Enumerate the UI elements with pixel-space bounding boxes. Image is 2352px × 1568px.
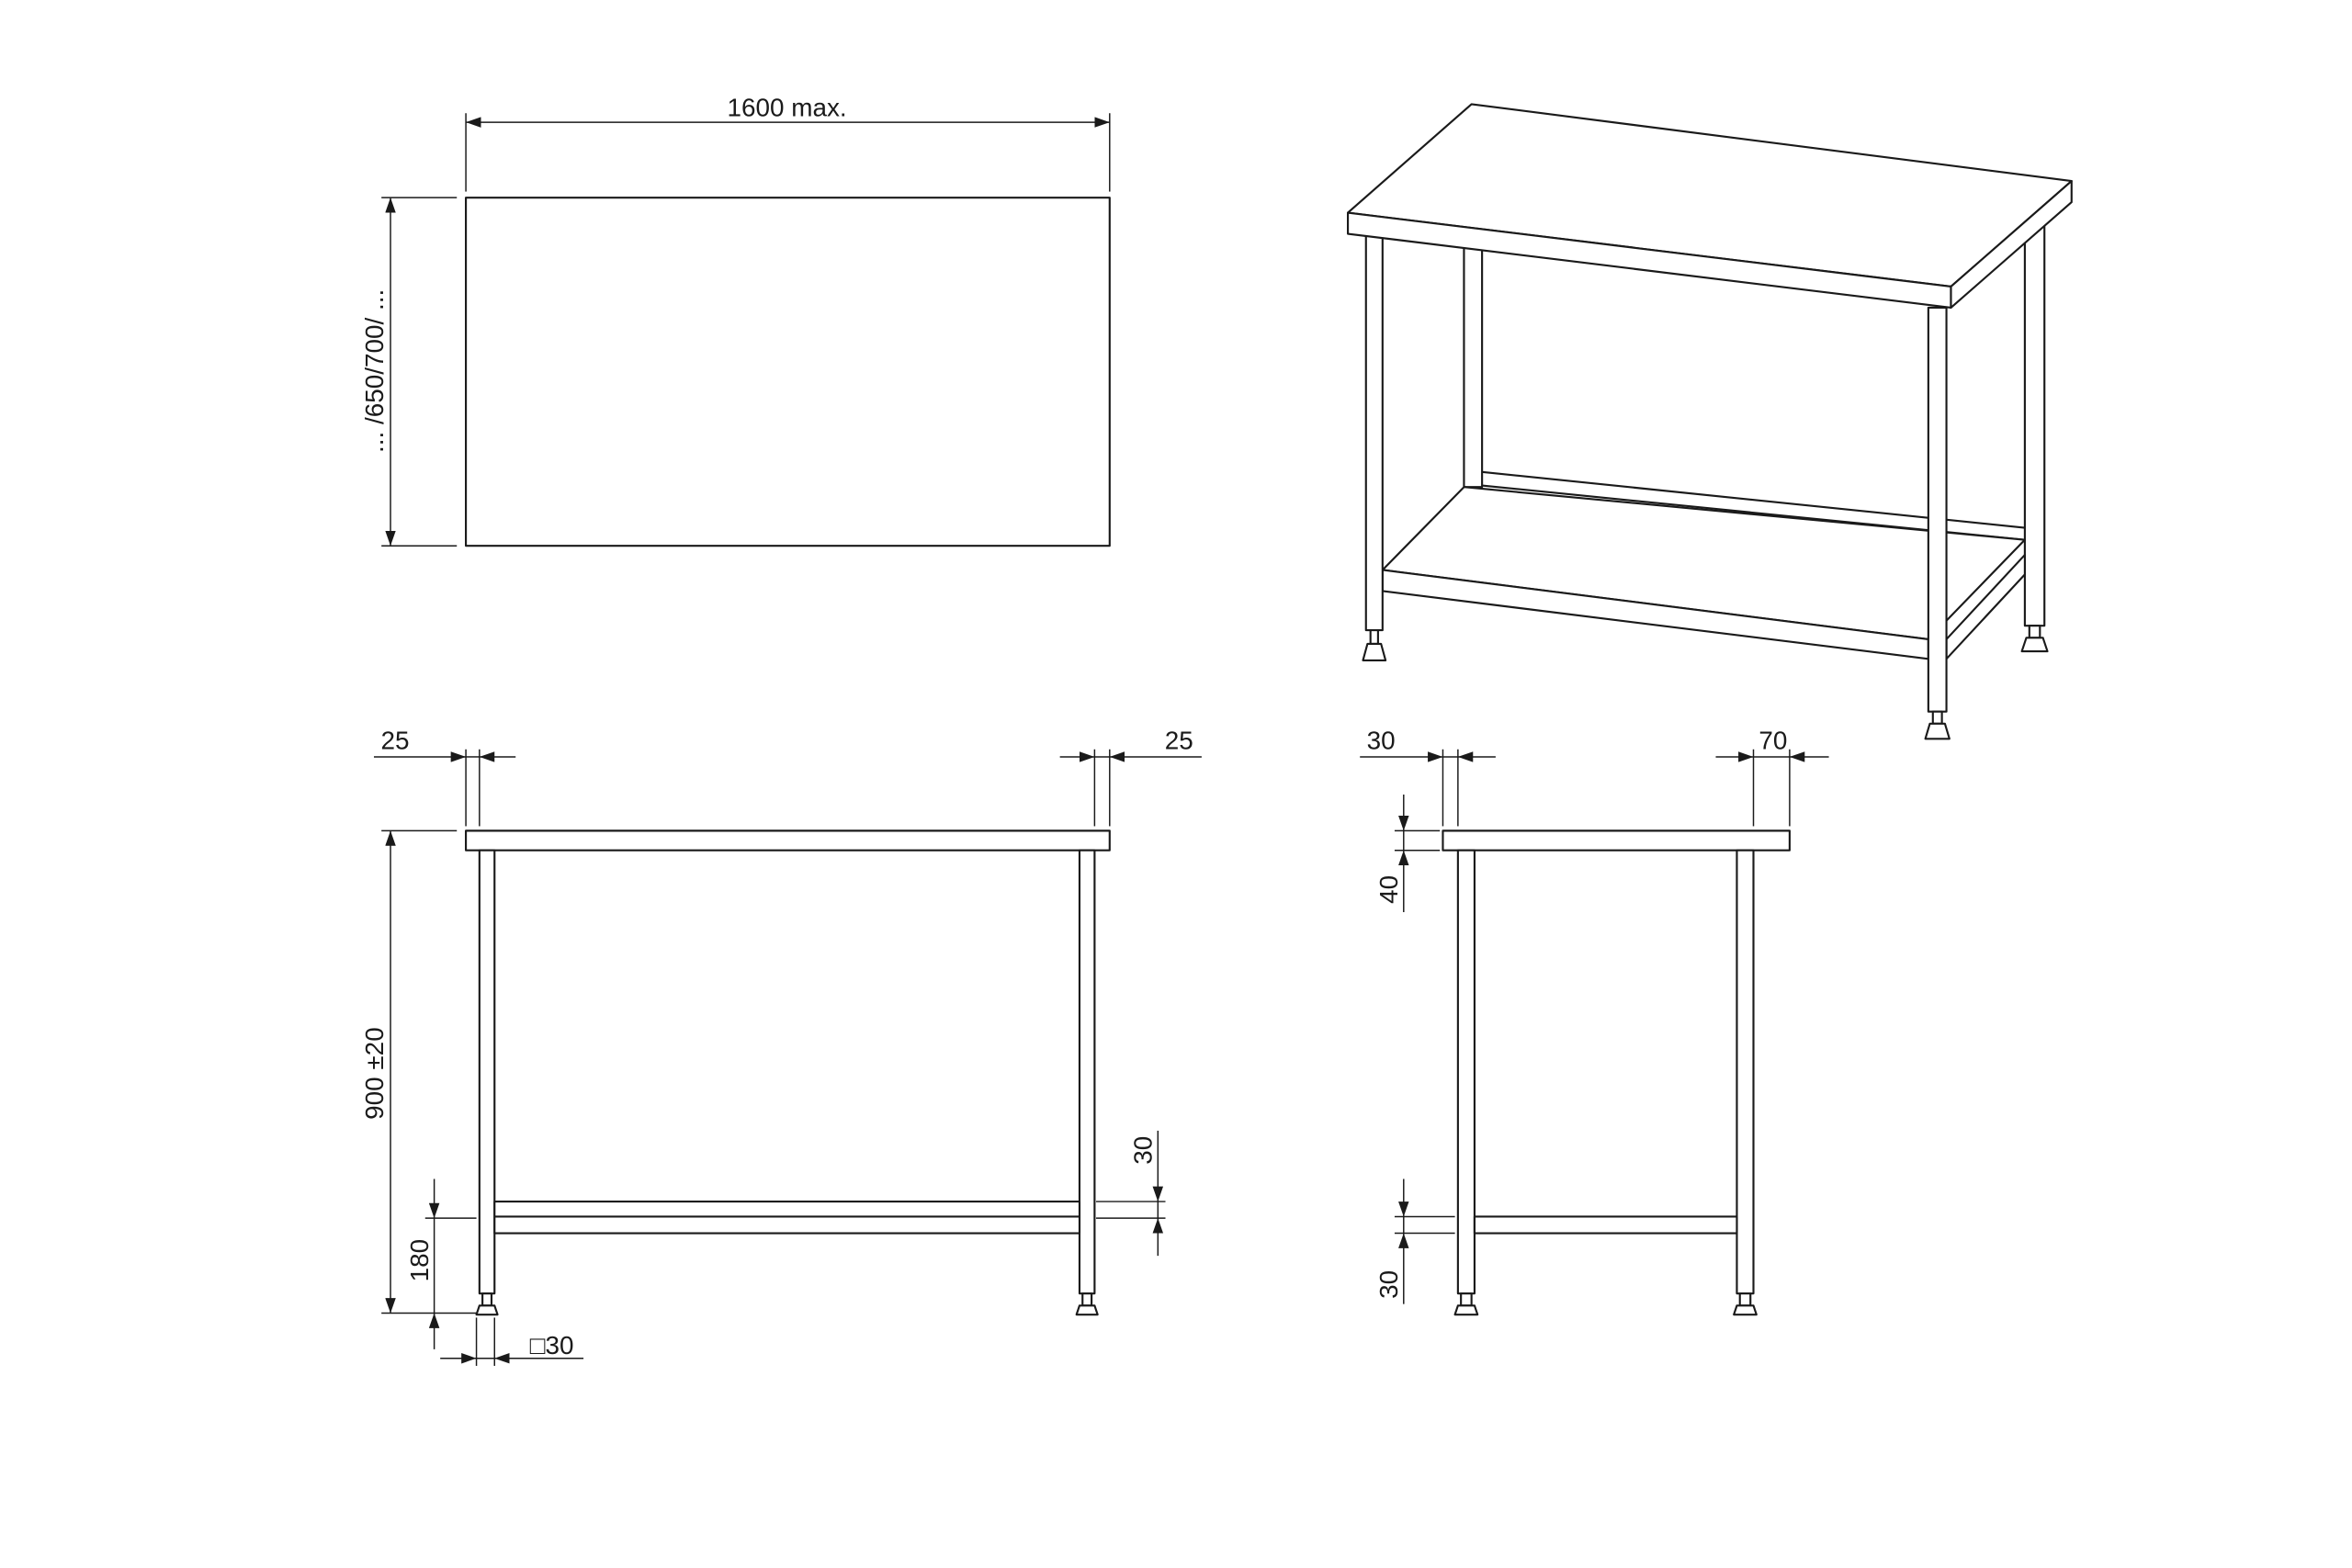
left-overhang-dimension: 25 [373, 727, 516, 827]
top-view: 1600 max. ... /650/700/ ... [360, 94, 1111, 547]
foot-left [475, 1292, 499, 1316]
rear-overhang-dimension: 70 [1715, 727, 1829, 827]
top-thickness-dimension: 40 [1374, 794, 1441, 912]
leg-front-right [1927, 306, 1948, 713]
right-overhang-label: 25 [1165, 727, 1193, 755]
foot-stem [1738, 1292, 1752, 1307]
foot-base [2020, 637, 2049, 653]
foot-stem [2028, 625, 2041, 639]
foot-base [1924, 722, 1951, 740]
tabletop [1442, 829, 1791, 852]
foot-front [1453, 1292, 1479, 1316]
side-stretcher-thickness-label: 30 [1374, 1270, 1403, 1299]
leg-section-label: □30 [530, 1331, 574, 1359]
leg-back-right [2023, 218, 2046, 627]
foot-base [475, 1304, 499, 1316]
tabletop-plan-outline [465, 197, 1111, 547]
tabletop-right-edge [1950, 180, 2073, 310]
leg-rear [1736, 849, 1755, 1295]
foot-stem [1369, 629, 1379, 645]
front-overhang-dimension: 30 [1360, 727, 1496, 827]
leg-back-left [1463, 237, 1484, 489]
rear-overhang-label: 70 [1758, 727, 1787, 755]
leg-section-dimension: □30 [440, 1317, 584, 1366]
foot-base [1453, 1304, 1479, 1316]
stretcher-thickness-dimension: 30 [1096, 1130, 1166, 1257]
front-overhang-label: 30 [1367, 727, 1396, 755]
depth-label: ... /650/700/ ... [360, 289, 389, 453]
stretcher [493, 1200, 1081, 1235]
side-stretcher-thickness-dimension: 30 [1374, 1179, 1455, 1304]
height-dimension: 900 ±20 [360, 829, 477, 1314]
tabletop [465, 829, 1111, 852]
stretcher-thickness-label: 30 [1129, 1136, 1158, 1165]
top-thickness-label: 40 [1374, 875, 1403, 904]
leg-front-left [1364, 232, 1384, 632]
foot-stem [1081, 1292, 1093, 1307]
foot-front-right [1924, 710, 1951, 740]
foot-rear [1733, 1292, 1758, 1316]
right-overhang-dimension: 25 [1059, 727, 1202, 827]
left-overhang-label: 25 [380, 727, 409, 755]
depth-dimension: ... /650/700/ ... [360, 197, 458, 547]
width-label: 1600 max. [728, 94, 847, 122]
foot-back-right [2020, 625, 2049, 653]
foot-right [1075, 1292, 1099, 1316]
perspective-view [1347, 103, 2073, 740]
foot-front-left [1362, 629, 1387, 662]
front-view: 25 25 900 ±20 180 [360, 727, 1202, 1366]
foot-stem [1460, 1292, 1473, 1307]
leg-front [1456, 849, 1476, 1295]
height-label: 900 ±20 [360, 1027, 389, 1120]
width-dimension: 1600 max. [465, 94, 1111, 192]
stretcher-height-dimension: 180 [405, 1179, 477, 1349]
stretcher [1473, 1215, 1738, 1235]
leg-left [478, 849, 496, 1295]
leg-right [1078, 849, 1096, 1295]
foot-base [1362, 642, 1387, 662]
foot-base [1733, 1304, 1758, 1316]
side-view: 30 70 40 30 [1360, 727, 1829, 1316]
stretcher-height-label: 180 [405, 1239, 434, 1282]
foot-base [1075, 1304, 1099, 1316]
foot-stem [481, 1292, 493, 1307]
foot-stem [1931, 710, 1943, 725]
